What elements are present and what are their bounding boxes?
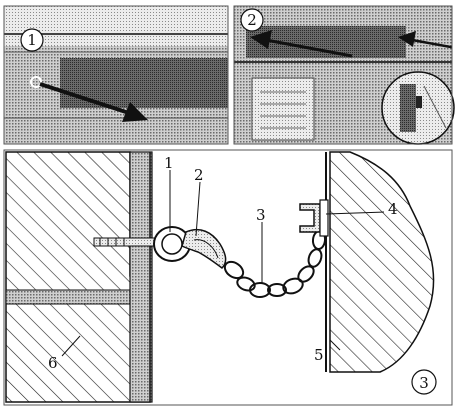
wall-screw — [93, 237, 163, 247]
wall-section — [5, 151, 153, 403]
panel-1-badge: 1 — [20, 28, 44, 52]
panel-2-magnifier — [381, 71, 455, 145]
panel-2-badge: 2 — [240, 8, 264, 32]
callout-6: 6 — [48, 354, 58, 372]
leader-lines — [61, 170, 385, 357]
drill-hole-marker — [30, 76, 42, 88]
callout-4: 4 — [388, 200, 398, 218]
panel-1-arrow — [39, 82, 148, 122]
callout-1: 1 — [164, 154, 174, 172]
svg-text:2: 2 — [247, 11, 257, 29]
panel-1-photo — [4, 6, 228, 144]
panel-3-badge: 3 — [411, 369, 437, 395]
svg-text:3: 3 — [419, 374, 429, 392]
snap-hook — [181, 228, 227, 269]
door-section — [325, 151, 435, 373]
panel-2-arrow-left — [250, 30, 353, 58]
callout-5: 5 — [314, 346, 324, 364]
svg-text:1: 1 — [27, 31, 37, 49]
callout-3: 3 — [256, 206, 266, 224]
door-bracket — [299, 199, 329, 237]
callout-2: 2 — [194, 166, 204, 184]
panel-2-arrow-right — [398, 31, 452, 49]
panel-3-drawing: 1 2 3 4 5 6 3 — [3, 149, 453, 406]
